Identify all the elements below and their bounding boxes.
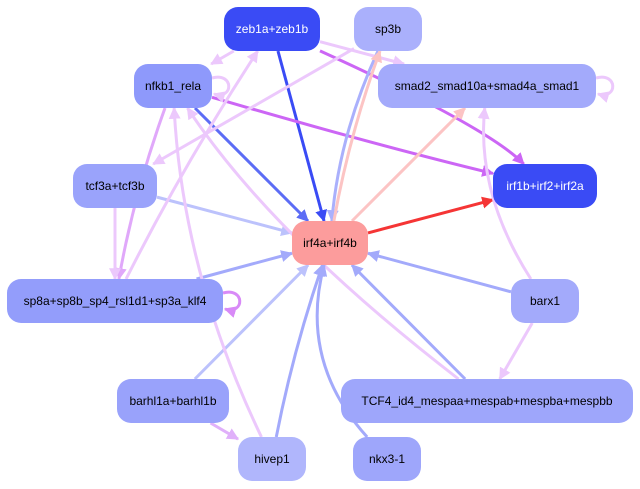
- edge-sp8a+sp8b_sp4_rsl1d1+sp3a_klf4-to-zeb1a+zeb1b: [124, 49, 259, 280]
- node-box[interactable]: [73, 164, 157, 208]
- edge-irf4a+irf4b-to-smad2_smad10a+smad4a_smad1: [350, 106, 467, 223]
- nodes-layer: zeb1a+zeb1b sp3b nfkb1_rela smad2_smad10a+s…: [7, 7, 633, 481]
- edge-hivep1-to-irf4a+irf4b: [274, 263, 325, 438]
- node-zeb1a+zeb1b[interactable]: zeb1a+zeb1b: [224, 7, 320, 51]
- edge-zeb1a+zeb1b-to-irf4a+irf4b: [276, 50, 328, 223]
- edge-zeb1a+zeb1b-to-nfkb1_rela: [210, 49, 235, 66]
- edge-barhl1a+barhl1b-to-hivep1: [209, 421, 240, 441]
- node-box[interactable]: [134, 64, 212, 108]
- edge-irf4a+irf4b-to-sp3b: [332, 49, 382, 222]
- node-label: nkx3-1: [369, 452, 405, 466]
- edge-hivep1-to-nfkb1_rela: [168, 106, 263, 438]
- node-box[interactable]: [353, 437, 421, 481]
- node-label: irf1b+irf2+irf2a: [506, 179, 584, 193]
- node-box[interactable]: [511, 279, 579, 323]
- node-irf4a+irf4b[interactable]: irf4a+irf4b: [292, 221, 368, 265]
- edge-nfkb1_rela-to-irf1b+irf2+irf2a: [211, 95, 495, 177]
- node-label: tcf3a+tcf3b: [85, 179, 144, 193]
- node-label: sp3b: [375, 22, 401, 36]
- node-label: hivep1: [254, 452, 290, 466]
- edge-barx1-to-TCF4_id4_mespaa+mespab+mespba+mespbb: [498, 322, 534, 381]
- edge-tcf3a+tcf3b-to-irf4a+irf4b: [156, 195, 294, 236]
- node-box[interactable]: [292, 221, 368, 265]
- node-hivep1[interactable]: hivep1: [238, 437, 306, 481]
- node-label: barx1: [530, 294, 560, 308]
- node-nfkb1_rela[interactable]: nfkb1_rela: [134, 64, 212, 108]
- edge-TCF4_id4_mespaa+mespab+mespba+mespbb-to-irf4a+irf4b: [350, 263, 467, 381]
- node-label: TCF4_id4_mespaa+mespab+mespba+mespbb: [361, 394, 612, 408]
- edge-nfkb1_rela-to-irf4a+irf4b: [193, 106, 310, 223]
- node-irf1b+irf2+irf2a[interactable]: irf1b+irf2+irf2a: [493, 164, 597, 208]
- node-box[interactable]: [238, 437, 306, 481]
- node-box[interactable]: [493, 164, 597, 208]
- edge-irf4a+irf4b-to-irf1b+irf2+irf2a: [367, 196, 495, 235]
- edge-barx1-to-irf4a+irf4b: [366, 250, 512, 294]
- node-box[interactable]: [378, 64, 596, 108]
- node-label: sp8a+sp8b_sp4_rsl1d1+sp3a_klf4: [24, 294, 207, 308]
- node-label: zeb1a+zeb1b: [236, 22, 309, 36]
- node-box[interactable]: [224, 7, 320, 51]
- edge-sp8a+sp8b_sp4_rsl1d1+sp3a_klf4-to-irf4a+irf4b: [196, 250, 294, 281]
- node-nkx3-1[interactable]: nkx3-1: [353, 437, 421, 481]
- node-box[interactable]: [7, 279, 223, 323]
- node-label: irf4a+irf4b: [303, 236, 357, 250]
- edge-barhl1a+barhl1b-to-irf4a+irf4b: [193, 263, 310, 381]
- edge-smad2_smad10a+smad4a_smad1-to-smad2_smad10a+smad4a_smad1: [595, 75, 615, 103]
- node-sp8a+sp8b_sp4_rsl1d1+sp3a_klf4[interactable]: sp8a+sp8b_sp4_rsl1d1+sp3a_klf4: [7, 279, 223, 323]
- node-label: barhl1a+barhl1b: [129, 394, 216, 408]
- node-sp3b[interactable]: sp3b: [354, 7, 422, 51]
- node-box[interactable]: [117, 379, 229, 423]
- node-barhl1a+barhl1b[interactable]: barhl1a+barhl1b: [117, 379, 229, 423]
- edge-nfkb1_rela-to-nfkb1_rela: [211, 75, 231, 103]
- node-barx1[interactable]: barx1: [511, 279, 579, 323]
- edge-barx1-to-smad2_smad10a+smad4a_smad1: [477, 106, 533, 280]
- node-label: nfkb1_rela: [145, 79, 201, 93]
- edge-sp8a+sp8b_sp4_rsl1d1+sp3a_klf4-to-sp8a+sp8b_sp4_rsl1d1+sp3a_klf4: [222, 290, 242, 318]
- node-tcf3a+tcf3b[interactable]: tcf3a+tcf3b: [73, 164, 157, 208]
- edge-sp3b-to-irf4a+irf4b: [326, 50, 380, 223]
- edges-layer: [109, 40, 615, 441]
- node-label: smad2_smad10a+smad4a_smad1: [395, 79, 580, 93]
- node-box[interactable]: [341, 379, 633, 423]
- node-box[interactable]: [354, 7, 422, 51]
- node-TCF4_id4_mespaa+mespab+mespba+mespbb[interactable]: TCF4_id4_mespaa+mespab+mespba+mespbb: [341, 379, 633, 423]
- node-smad2_smad10a+smad4a_smad1[interactable]: smad2_smad10a+smad4a_smad1: [378, 64, 596, 108]
